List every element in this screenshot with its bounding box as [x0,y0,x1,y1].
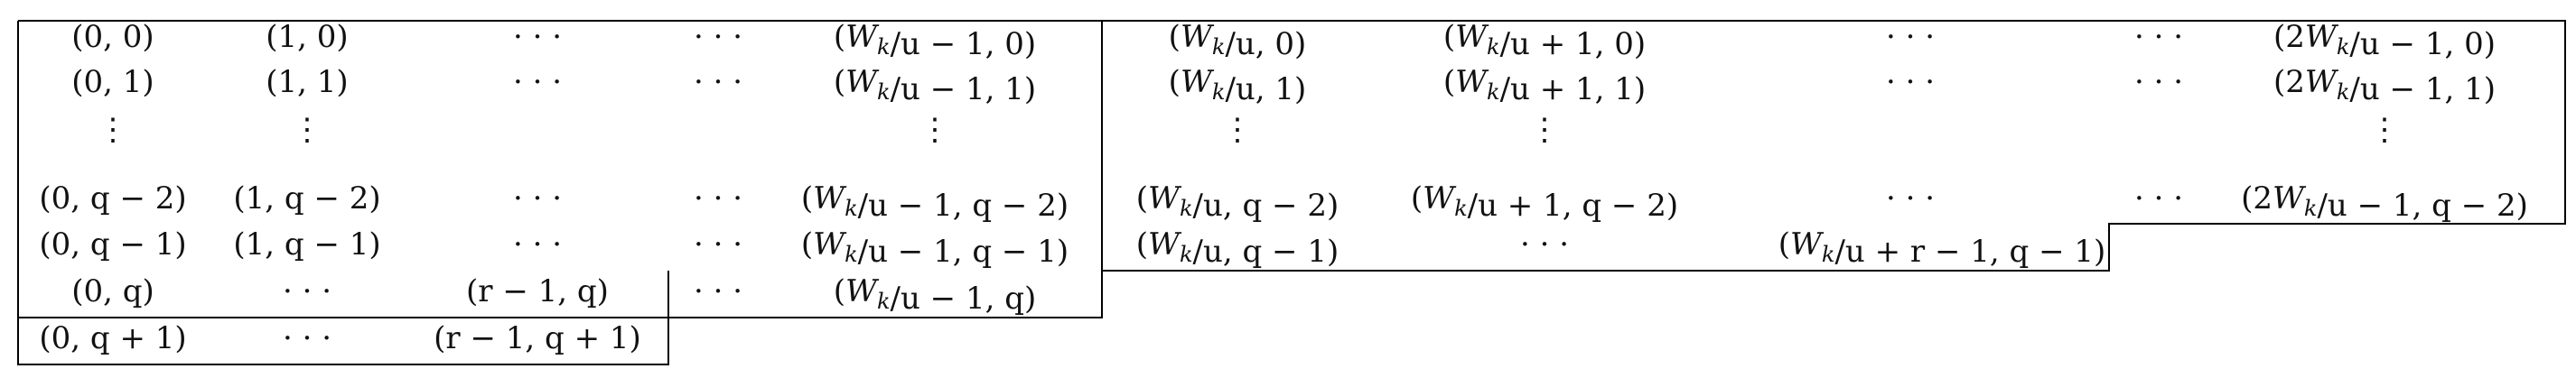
table-cell-r2-c4: ⋮ [919,112,950,148]
table-cell-r2-c6: ⋮ [1529,112,1560,148]
table-cell-r1-c0: (0, 1) [71,64,154,100]
table-cell-r4-c6: · · · [1520,226,1569,263]
table-cell-r0-c7: · · · [1886,19,1935,55]
table-cell-r4-c4: (Wk/u − 1, q − 1) [801,226,1069,270]
table-cell-r3-c5: (Wk/u, q − 2) [1136,180,1339,224]
table-cell-r1-c4: (Wk/u − 1, 1) [834,64,1036,107]
table-cell-r3-c8: · · · [2134,180,2183,217]
table-cell-r4-c7: (Wk/u + r − 1, q − 1) [1778,226,2106,270]
table-cell-r3-c6: (Wk/u + 1, q − 2) [1411,180,1678,224]
table-cell-r3-c7: · · · [1886,180,1935,217]
table-cell-r0-c0: (0, 0) [71,19,154,55]
table-cell-r1-c1: (1, 1) [266,64,348,100]
table-cell-r3-c1: (1, q − 2) [233,180,380,217]
table-cell-r0-c2: · · · [513,19,562,55]
table-cell-r1-c2: · · · [513,64,562,100]
table-cell-r6-c0: (0, q + 1) [39,320,186,356]
table-cell-r6-c1: · · · [283,320,331,356]
table-cell-r2-c1: ⋮ [292,112,322,148]
table-cell-r3-c4: (Wk/u − 1, q − 2) [801,180,1069,224]
table-cell-r5-c4: (Wk/u − 1, q) [834,273,1037,317]
block-outline-top [18,20,2566,318]
table-cell-r0-c6: (Wk/u + 1, 0) [1443,19,1646,62]
table-cell-r5-c2: (r − 1, q) [466,273,609,309]
table-cell-r5-c0: (0, q) [71,273,154,309]
table-cell-r3-c9: (2Wk/u − 1, q − 2) [2241,180,2528,224]
table-cell-r0-c1: (1, 0) [266,19,348,55]
table-cell-r2-c5: ⋮ [1222,112,1253,148]
table-cell-r0-c4: (Wk/u − 1, 0) [834,19,1036,62]
table-cell-r1-c7: · · · [1886,64,1935,100]
table-cell-r0-c9: (2Wk/u − 1, 0) [2273,19,2496,62]
table-cell-r0-c8: · · · [2134,19,2183,55]
table-cell-r1-c8: · · · [2134,64,2183,100]
trailing-row-box [17,318,669,365]
table-cell-r5-c1: · · · [283,273,331,309]
table-cell-r1-c5: (Wk/u, 1) [1169,64,1307,107]
table-cell-r4-c3: · · · [694,226,742,263]
table-cell-r2-c0: ⋮ [98,112,128,148]
table-cell-r4-c1: (1, q − 1) [233,226,380,263]
table-cell-r1-c9: (2Wk/u − 1, 1) [2273,64,2496,107]
table-cell-r1-c6: (Wk/u + 1, 1) [1443,64,1646,107]
table-cell-r0-c5: (Wk/u, 0) [1169,19,1307,62]
table-cell-r3-c3: · · · [694,180,742,217]
table-cell-r4-c5: (Wk/u, q − 1) [1136,226,1339,270]
table-cell-r0-c3: · · · [694,19,742,55]
table-cell-r4-c0: (0, q − 1) [39,226,186,263]
table-cell-r3-c2: · · · [513,180,562,217]
table-cell-r6-c2: (r − 1, q + 1) [434,320,641,356]
table-cell-r3-c0: (0, q − 2) [39,180,186,217]
table-cell-r4-c2: · · · [513,226,562,263]
table-cell-r1-c3: · · · [694,64,742,100]
table-cell-r5-c3: · · · [694,273,742,309]
table-cell-r2-c9: ⋮ [2369,112,2400,148]
table-cells: (0, 0)(1, 0)· · ·· · ·(Wk/u − 1, 0)(Wk/u… [39,19,2528,356]
